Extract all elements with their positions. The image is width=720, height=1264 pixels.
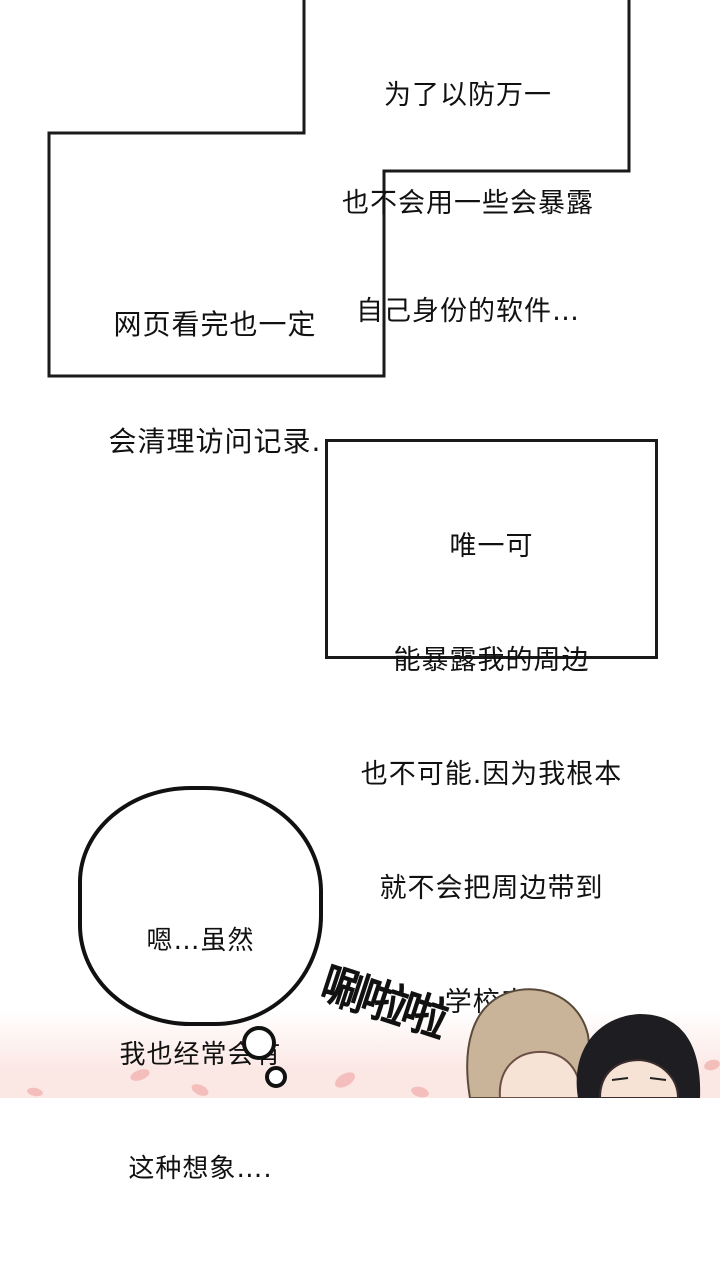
narration-box-top: 为了以防万一 也不会用一些会暴露 自己身份的软件… bbox=[310, 6, 626, 366]
character-light-hair-icon bbox=[466, 988, 591, 1098]
bubble-line: 嗯…虽然 bbox=[146, 926, 255, 956]
character-dark-hair-icon bbox=[576, 1014, 701, 1098]
narration-line: 唯一可 bbox=[449, 531, 534, 562]
petal-icon bbox=[27, 1059, 720, 1098]
bubble-line: 这种想象…. bbox=[128, 1154, 273, 1184]
narration-line: 就不会把周边带到 bbox=[379, 873, 604, 904]
narration-line: 自己身份的软件… bbox=[356, 296, 580, 327]
narration-line: 能暴露我的周边 bbox=[393, 645, 590, 676]
narration-box-left: 网页看完也一定 会清理访问记录. bbox=[60, 227, 370, 500]
narration-line: 会清理访问记录. bbox=[108, 425, 322, 458]
narration-line: 为了以防万一 bbox=[384, 80, 552, 111]
thought-dot-small bbox=[265, 1066, 287, 1088]
narration-staircase-frame bbox=[47, 0, 631, 378]
narration-line: 也不会用一些会暴露 bbox=[342, 188, 594, 219]
thought-dot-large bbox=[242, 1026, 276, 1060]
narration-line: 网页看完也一定 bbox=[113, 308, 317, 341]
narration-box-middle: 唯一可 能暴露我的周边 也不可能.因为我根本 就不会把周边带到 学校来. bbox=[325, 439, 658, 1018]
bottom-illustration bbox=[27, 988, 720, 1098]
narration-line: 也不可能.因为我根本 bbox=[360, 759, 623, 790]
